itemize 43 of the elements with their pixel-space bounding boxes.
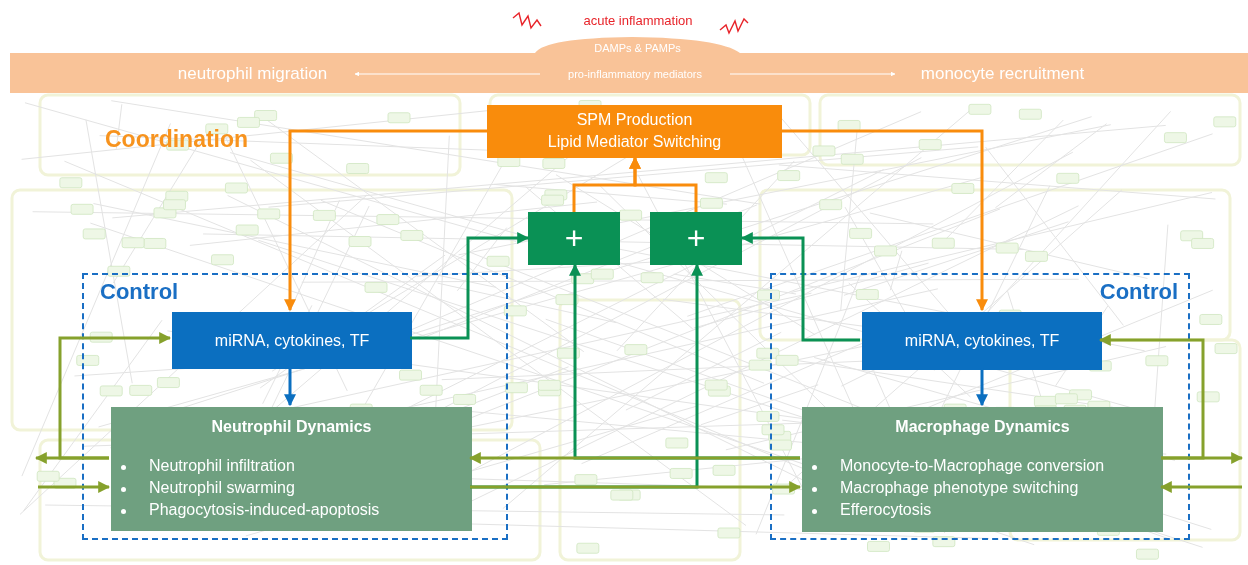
arrow <box>782 129 988 312</box>
band-label: neutrophil migration <box>150 61 355 87</box>
section-title: Coordination <box>105 126 250 153</box>
plus-box: + <box>528 212 620 265</box>
arrow <box>284 129 487 312</box>
arrow <box>1098 334 1205 460</box>
list-item: Monocyte-to-Macrophage conversion <box>840 457 1105 475</box>
list-item: Macrophage phenotype switching <box>840 479 1079 497</box>
box-title: Neutrophil Dynamics <box>210 418 373 436</box>
heading-text: acute inflammation <box>582 13 694 28</box>
arrow <box>976 368 988 407</box>
band-label: pro-inflammatory mediators <box>540 65 730 83</box>
process-box <box>802 407 1163 532</box>
process-box <box>111 407 472 531</box>
arrow <box>629 156 698 212</box>
group-title: Control <box>100 279 179 305</box>
list-item: Neutrophil infiltration <box>149 457 295 475</box>
arrow <box>740 232 860 342</box>
box-text: SPM Production <box>575 111 694 129</box>
arrow <box>410 232 530 340</box>
arrow <box>1159 481 1242 493</box>
arrow <box>729 71 896 77</box>
banner-band <box>10 36 1248 93</box>
process-box: miRNA, cytokines, TF <box>862 312 1102 370</box>
list-item: Neutrophil swarming <box>149 479 295 497</box>
group-title: Control <box>1099 279 1178 305</box>
box-text: Lipid Mediator Switching <box>546 133 723 151</box>
process-box <box>487 105 782 158</box>
dashed-group-box <box>82 273 508 540</box>
list-item: Efferocytosis <box>840 501 932 519</box>
arrow <box>58 332 172 460</box>
list-item: Phagocytosis-induced-apoptosis <box>149 501 380 519</box>
process-box: miRNA, cytokines, TF <box>172 312 412 369</box>
band-label: monocyte recruitment <box>895 61 1110 87</box>
box-title: Macrophage Dynamics <box>894 418 1071 436</box>
plus-box: + <box>650 212 742 265</box>
arrow <box>284 367 296 407</box>
arrow <box>470 481 802 493</box>
arrow <box>468 452 800 464</box>
arrow <box>354 71 541 77</box>
band-text: DAMPs & PAMPs <box>593 42 682 54</box>
arrow <box>38 481 111 493</box>
dashed-group-box <box>770 273 1190 540</box>
